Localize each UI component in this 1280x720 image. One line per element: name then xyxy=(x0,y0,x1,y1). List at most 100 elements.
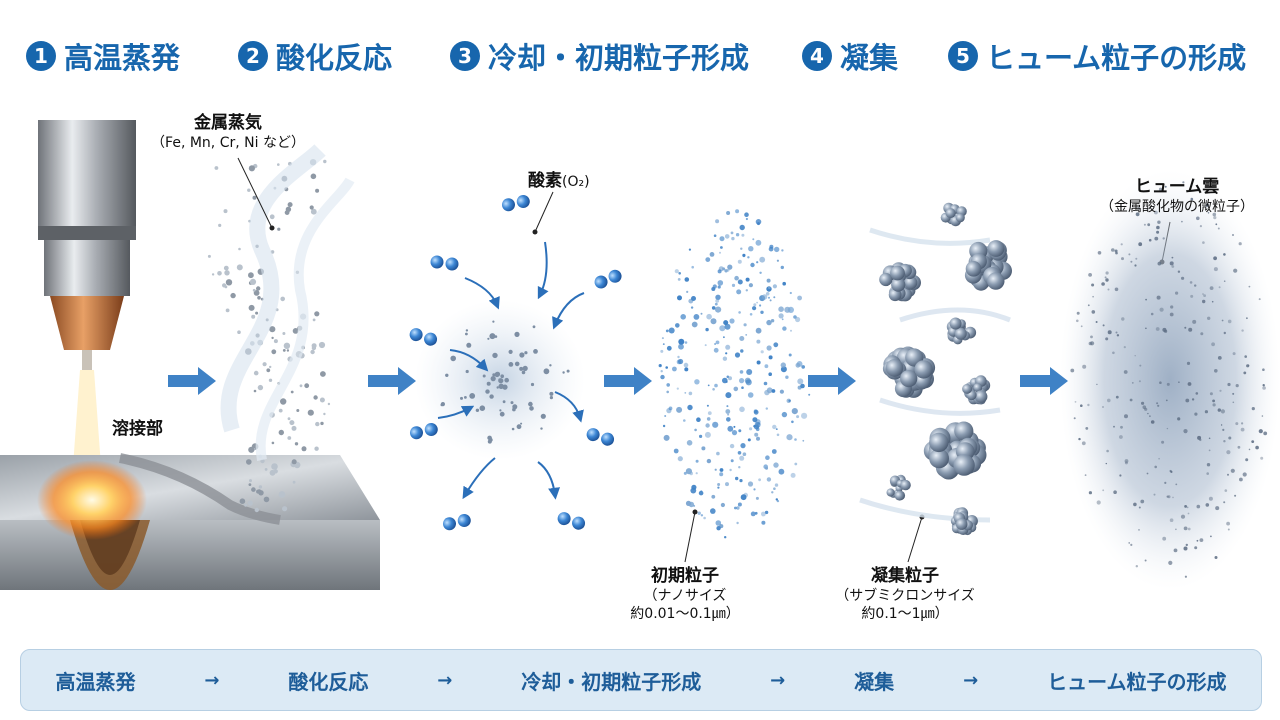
initial-particle xyxy=(691,265,694,269)
vapor-particle xyxy=(277,163,280,166)
initial-particle xyxy=(688,391,693,396)
vapor-particle xyxy=(207,254,211,258)
vapor-particle xyxy=(319,397,325,403)
initial-particle xyxy=(735,209,740,214)
fume-particle xyxy=(1107,398,1111,403)
vapor-particle xyxy=(237,330,241,335)
initial-particle xyxy=(796,415,800,419)
fume-particle xyxy=(1138,506,1141,509)
fume-particle xyxy=(1217,227,1220,230)
vapor-particle xyxy=(253,370,259,376)
initial-particle xyxy=(753,303,757,307)
initial-particle xyxy=(711,306,716,310)
fume-particle xyxy=(1105,462,1108,465)
fume-particle xyxy=(1123,346,1126,349)
fume-particle xyxy=(1121,317,1125,321)
oxidation-particle xyxy=(520,422,523,425)
initial-particle xyxy=(701,446,706,451)
initial-particle xyxy=(719,251,721,254)
fume-particle xyxy=(1171,256,1174,259)
aggregate-cluster xyxy=(940,202,967,227)
oxidation-particle xyxy=(519,352,525,358)
initial-particle xyxy=(778,313,784,319)
aggregated-particles-subtitle-1: （サブミクロンサイズ xyxy=(835,588,975,605)
oxygen-atom xyxy=(601,432,615,446)
oxidation-particle xyxy=(549,364,552,367)
initial-particle xyxy=(697,511,701,515)
oxidation-particle xyxy=(504,377,510,383)
initial-particle xyxy=(676,359,682,365)
fume-particle xyxy=(1101,282,1105,286)
initial-particle xyxy=(705,257,711,262)
cluster-sphere xyxy=(900,479,911,491)
initial-particle xyxy=(746,369,753,375)
oxidation-particle xyxy=(465,329,469,332)
fume-particle xyxy=(1158,187,1163,191)
initial-particle xyxy=(742,253,746,257)
initial-particle xyxy=(684,392,687,394)
fume-particle xyxy=(1102,489,1105,492)
initial-particle xyxy=(739,406,745,413)
fume-particle xyxy=(1235,384,1239,388)
initial-particle xyxy=(768,355,773,360)
fume-particle xyxy=(1213,267,1218,272)
vapor-particle xyxy=(251,487,256,492)
fume-particle xyxy=(1156,402,1159,405)
initial-particle xyxy=(754,432,759,437)
initial-particle xyxy=(729,443,735,449)
initial-particle xyxy=(678,343,684,350)
vapor-particle xyxy=(223,265,229,271)
fume-particle xyxy=(1111,248,1115,252)
initial-particle xyxy=(748,283,754,288)
oxidation-particle xyxy=(510,401,514,405)
initial-particle xyxy=(683,419,686,422)
oxygen-molecules xyxy=(409,194,622,531)
initial-particle xyxy=(766,278,771,283)
fume-particle xyxy=(1138,242,1143,247)
flow-arrow-2 xyxy=(368,367,416,395)
welding-torch xyxy=(38,120,136,480)
fume-particle xyxy=(1105,337,1109,341)
cluster-sphere xyxy=(949,317,962,330)
initial-particle xyxy=(694,379,700,385)
vapor-particle xyxy=(310,173,317,180)
initial-particle xyxy=(706,404,709,407)
initial-particle xyxy=(800,383,805,389)
cluster-sphere xyxy=(900,370,918,388)
flow-arrows xyxy=(168,367,1068,395)
cluster-sphere xyxy=(954,327,967,340)
fume-particle xyxy=(1262,368,1265,372)
initial-particle xyxy=(688,248,692,251)
fume-particle xyxy=(1130,543,1133,547)
vapor-particle xyxy=(314,446,319,451)
fume-particle xyxy=(1159,381,1162,385)
initial-particle xyxy=(727,413,730,416)
initial-particle xyxy=(753,488,756,491)
vapor-particle xyxy=(273,339,278,344)
oxygen-molecule xyxy=(594,269,622,289)
cluster-sphere xyxy=(974,390,988,403)
initial-particle xyxy=(735,476,739,481)
initial-particle xyxy=(768,246,774,252)
initial-particle xyxy=(728,376,732,381)
initial-particle xyxy=(755,427,760,432)
initial-particle xyxy=(739,224,745,231)
fume-particle xyxy=(1129,398,1133,402)
vapor-particle xyxy=(255,311,259,315)
oxygen-atom xyxy=(608,269,622,283)
oxidation-particle xyxy=(533,349,538,354)
initial-particle xyxy=(684,277,690,282)
initial-particle xyxy=(797,378,804,385)
vapor-particle xyxy=(290,390,294,394)
initial-particle xyxy=(756,360,761,365)
step-2-label: 酸化反応 xyxy=(276,41,393,75)
fume-particle xyxy=(1214,556,1218,559)
fume-particle xyxy=(1124,459,1129,463)
fume-particle xyxy=(1138,529,1140,531)
initial-particle xyxy=(747,256,750,259)
fume-particle xyxy=(1105,271,1109,275)
fume-particle xyxy=(1082,364,1087,369)
oxidation-particle xyxy=(489,333,496,340)
fume-particle xyxy=(1157,404,1160,407)
fume-particle xyxy=(1212,403,1216,407)
